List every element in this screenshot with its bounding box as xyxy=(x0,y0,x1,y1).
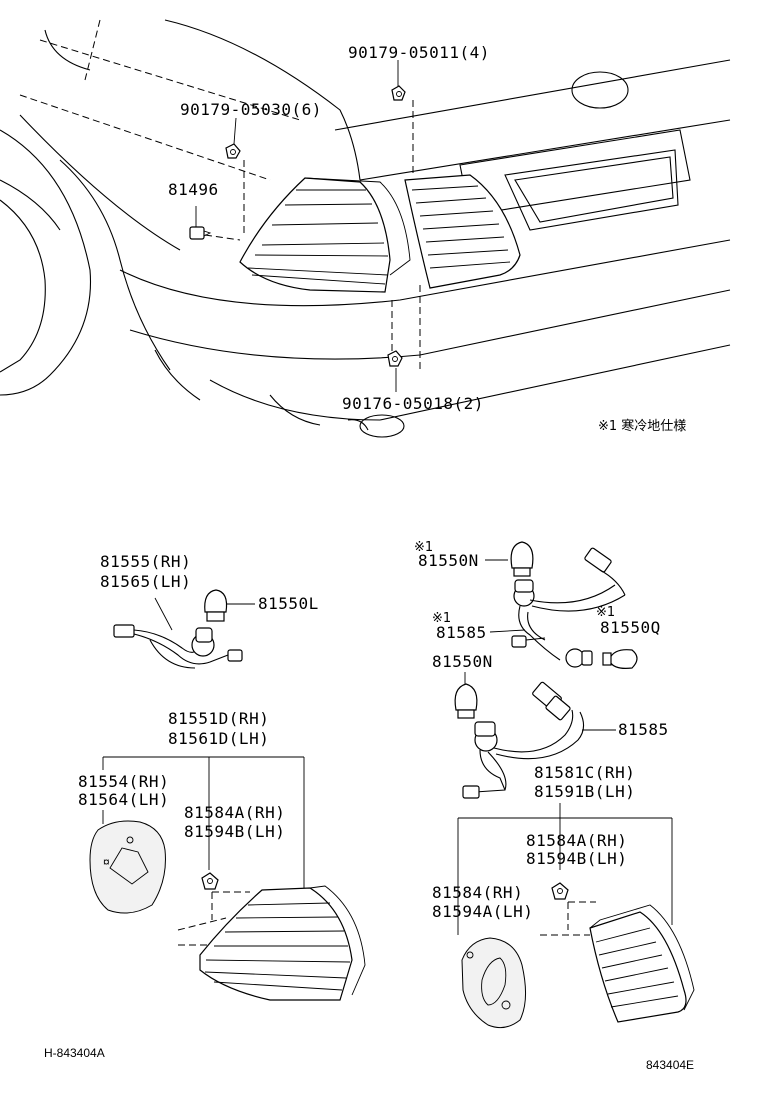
rear-combination-lamp-81551d xyxy=(199,885,366,1001)
label-81550n-1: 81550N xyxy=(418,551,479,570)
footer-left-code: H-843404A xyxy=(44,1046,105,1060)
nut-90176-05018-icon xyxy=(387,350,403,367)
label-81584a-rh: 81584A(RH) xyxy=(184,803,285,822)
label-90179-05030: 90179-05030(6) xyxy=(180,100,322,119)
label-81584-rh: 81584(RH) xyxy=(432,883,523,902)
car-body-outline xyxy=(0,19,731,438)
label-81551d-rh: 81551D(RH) xyxy=(168,709,269,728)
label-81550n-2: 81550N xyxy=(432,652,493,671)
gasket-81554-icon: ¤ xyxy=(89,820,166,914)
socket-and-wire-81555 xyxy=(113,624,243,669)
dash-lamp-left xyxy=(177,917,227,931)
label-81585-2: 81585 xyxy=(618,720,669,739)
label-81561d-lh: 81561D(LH) xyxy=(168,729,269,748)
bulb-81550l-icon xyxy=(204,589,228,622)
label-90176-05018: 90176-05018(2) xyxy=(342,394,484,413)
mark-1a: ※1 xyxy=(414,540,433,555)
rear-combination-lamp-trunk-installed xyxy=(404,174,521,289)
clip-81496-icon xyxy=(189,226,212,240)
label-81585-1: 81585 xyxy=(436,623,487,642)
bulb-81550q-icon xyxy=(602,649,638,669)
label-81594b-lh: 81594B(LH) xyxy=(184,822,285,841)
label-81591b-lh: 81591B(LH) xyxy=(534,782,635,801)
rear-combination-lamp-81581c xyxy=(589,904,695,1023)
note-cold-region-spec: ※1 寒冷地仕様 xyxy=(598,418,686,434)
footer-right-code: 843404E xyxy=(646,1058,694,1072)
label-81550q: 81550Q xyxy=(600,618,661,637)
nut-81584a-right-icon xyxy=(551,882,569,900)
leader-81555 xyxy=(154,597,173,631)
label-81550l: 81550L xyxy=(258,594,319,613)
rear-combination-lamp-rh-installed xyxy=(239,177,411,293)
label-81581c-rh: 81581C(RH) xyxy=(534,763,635,782)
mark-1c: ※1 xyxy=(596,605,615,620)
mark-1b: ※1 xyxy=(432,611,451,626)
bulb-81550n-top-icon xyxy=(510,541,534,577)
socket-wire-81585-top xyxy=(511,547,626,668)
label-81496: 81496 xyxy=(168,180,219,199)
label-81594a-lh: 81594A(LH) xyxy=(432,902,533,921)
label-81565-lh: 81565(LH) xyxy=(100,572,191,591)
gasket-mark: ¤ xyxy=(103,855,110,869)
label-81555-rh: 81555(RH) xyxy=(100,552,191,571)
assembly-lines-upper xyxy=(195,60,421,392)
gasket-81584-icon xyxy=(461,937,526,1029)
nut-90179-05011-icon xyxy=(391,85,406,101)
label-81584a-rh-r: 81584A(RH) xyxy=(526,831,627,850)
label-90179-05011: 90179-05011(4) xyxy=(348,43,490,62)
label-81554-rh: 81554(RH) xyxy=(78,772,169,791)
nut-81584a-left-icon xyxy=(201,872,219,890)
label-81594b-lh-r: 81594B(LH) xyxy=(526,849,627,868)
bulb-81550n-lower-icon xyxy=(454,683,478,719)
socket-wire-81585-lower xyxy=(462,681,585,799)
leader-81585-1 xyxy=(489,629,526,633)
nut-90179-05030-icon xyxy=(225,143,241,159)
label-81564-lh: 81564(LH) xyxy=(78,790,169,809)
